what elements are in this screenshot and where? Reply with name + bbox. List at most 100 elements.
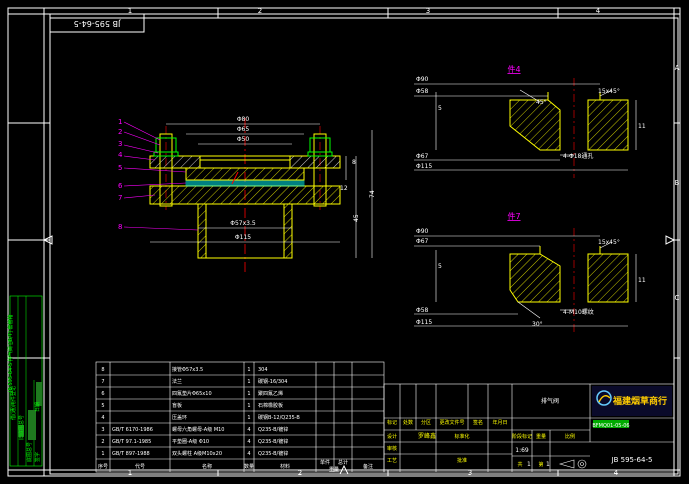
document-number: JB 595-64-5 bbox=[611, 456, 653, 464]
dim-d57: Φ57x3.5 bbox=[230, 220, 256, 227]
dim-d115: Φ115 bbox=[235, 234, 251, 241]
stamp-line-1: 借(通)用件登记 bbox=[10, 386, 17, 420]
scale-value: 1:69 bbox=[515, 447, 529, 454]
tb-label-sheet: 第 bbox=[538, 461, 543, 468]
assembly-section-view[interactable] bbox=[149, 118, 341, 272]
assembly-dimensions bbox=[150, 123, 373, 258]
bom-header-qty: 数量 bbox=[244, 463, 254, 470]
p7-dim-d90: Φ90 bbox=[416, 228, 429, 235]
bom-row-code: GB/T 6170-1986 bbox=[112, 427, 153, 433]
bom-row-name: 螺母六角螺母-A级 M10 bbox=[172, 426, 225, 433]
side-doc-text: JB 595-64-5 排气阀 [JB/T] 套管箱 bbox=[7, 314, 14, 393]
zone-letter-b: B bbox=[675, 179, 680, 187]
bom-row-code: GB/T 897-1988 bbox=[112, 451, 150, 457]
bom-header-code: 代号 bbox=[135, 463, 145, 470]
p4-dim-d90: Φ90 bbox=[416, 76, 429, 83]
bom-row-no: 1 bbox=[101, 451, 104, 457]
p7-dim-h5: 5 bbox=[438, 263, 442, 270]
p4-dim-holes: 4-Φ18通孔 bbox=[563, 152, 593, 160]
dim-d50: Φ50 bbox=[237, 136, 250, 143]
p7-dim-chamfer: 15x45° bbox=[598, 239, 620, 246]
bom-row-qty: 4 bbox=[247, 451, 250, 457]
sheet-border bbox=[7, 7, 681, 477]
tb-label-approve: 批准 bbox=[457, 457, 467, 464]
tb-label-weight: 重量 bbox=[536, 433, 546, 440]
callout-3: 3 bbox=[118, 140, 122, 148]
p4-dim-h11: 11 bbox=[638, 123, 646, 130]
stamp-line-3: 底图总号 bbox=[26, 442, 33, 462]
bom-row-mat: Q235-B/镀锌 bbox=[258, 438, 288, 445]
rev-stamp-box bbox=[49, 13, 145, 33]
bom-header-mat: 材料 bbox=[280, 463, 290, 470]
bom-row-no: 7 bbox=[101, 379, 104, 385]
bom-rows: 8 接管Φ57x3.5 1 304 7 法兰 1 碳钢-16/304 6 四氟垫… bbox=[101, 366, 300, 457]
tb-label-design: 设计 bbox=[387, 433, 397, 440]
zone-number-3-bottom: 3 bbox=[468, 469, 472, 477]
callout-1: 1 bbox=[118, 118, 122, 126]
stamp-line-2: 旧底图总号 bbox=[18, 415, 25, 440]
bom-row-name: 平垫圈-A级 Φ10 bbox=[172, 438, 209, 445]
tb-label-zone: 分区 bbox=[421, 419, 431, 426]
p7-dim-angle: 30° bbox=[532, 321, 543, 328]
view-label-part7: 件7 bbox=[507, 211, 520, 221]
p7-dim-d67: Φ67 bbox=[416, 238, 429, 245]
part-number-highlight bbox=[593, 420, 629, 428]
drawing-title: 排气阀 bbox=[541, 397, 559, 405]
tb-label-check: 审核 bbox=[387, 445, 397, 452]
bom-row-code: GB/T 97.1-1985 bbox=[112, 439, 151, 445]
bom-row-name: 压盖环 bbox=[172, 414, 187, 421]
bom-row-mat: 碳钢-16/304 bbox=[258, 378, 287, 385]
bom-row-qty: 1 bbox=[247, 415, 250, 421]
callout-8: 8 bbox=[118, 223, 122, 231]
part7-section-view[interactable] bbox=[509, 228, 629, 332]
bom-row-name: 法兰 bbox=[172, 378, 182, 385]
dim-h12: 12 bbox=[340, 185, 348, 192]
p4-dim-h5: 5 bbox=[438, 105, 442, 112]
stamp-line-5: 日期 bbox=[35, 402, 41, 412]
bom-row-mat: 304 bbox=[258, 367, 268, 373]
callout-4: 4 bbox=[118, 151, 123, 159]
tb-label-marks: 标记 bbox=[387, 419, 397, 426]
p4-dim-angle: 45° bbox=[536, 99, 547, 106]
bom-header-unit-weight: 单件 bbox=[320, 459, 330, 466]
company-logo bbox=[592, 386, 672, 416]
bom-header-name: 名称 bbox=[202, 463, 212, 470]
dim-h8: 8 bbox=[352, 159, 356, 166]
p4-dim-chamfer: 15x45° bbox=[598, 88, 620, 95]
callout-6: 6 bbox=[118, 182, 123, 190]
callout-leaders bbox=[123, 121, 199, 231]
dim-d80: Φ80 bbox=[237, 116, 250, 123]
p4-dim-d58: Φ58 bbox=[416, 88, 429, 95]
bom-header-total-weight: 总计 bbox=[338, 459, 348, 466]
tb-label-process: 工艺 bbox=[387, 458, 397, 464]
left-stamp-area: 借(通)用件登记 旧底图总号 底图总号 签字 日期 JB 595-64-5 排气… bbox=[7, 295, 43, 467]
dim-d65: Φ65 bbox=[237, 126, 250, 133]
p7-dim-h11: 11 bbox=[638, 277, 646, 284]
zone-number-1: 1 bbox=[128, 7, 132, 15]
part4-section-view[interactable] bbox=[509, 78, 629, 178]
bom-row-no: 3 bbox=[101, 427, 104, 433]
bom-row-name: 接管Φ57x3.5 bbox=[172, 366, 203, 373]
bom-row-qty: 1 bbox=[247, 367, 250, 373]
bom-row-mat: 碳钢B-12/Q235-B bbox=[258, 414, 300, 421]
bom-header-no: 序号 bbox=[98, 463, 108, 470]
bom-row-no: 2 bbox=[101, 439, 104, 445]
bom-row-qty: 4 bbox=[247, 427, 250, 433]
bom-row-name: 四氟垫片Φ65x10 bbox=[172, 390, 212, 397]
p7-dim-d58: Φ58 bbox=[416, 307, 429, 314]
company-name: 福建烟草商行 bbox=[612, 395, 667, 407]
bom-row-no: 4 bbox=[101, 415, 104, 421]
part-number-box: BFMQ01-05-06 bbox=[592, 423, 629, 429]
zone-number-2-bottom: 2 bbox=[298, 469, 302, 477]
bom-header-note: 备注 bbox=[363, 463, 373, 470]
bom-row-no: 6 bbox=[101, 391, 104, 397]
bom-row-qty: 1 bbox=[247, 379, 250, 385]
bom-row-qty: 1 bbox=[247, 403, 250, 409]
part4-dimensions bbox=[414, 83, 637, 171]
zone-letter-a: A bbox=[675, 64, 680, 72]
bom-row-mat: Q235-B/镀锌 bbox=[258, 426, 288, 433]
bom-row-qty: 4 bbox=[247, 439, 250, 445]
projection-symbol-icon bbox=[558, 459, 587, 469]
zone-number-2: 2 bbox=[258, 7, 262, 15]
